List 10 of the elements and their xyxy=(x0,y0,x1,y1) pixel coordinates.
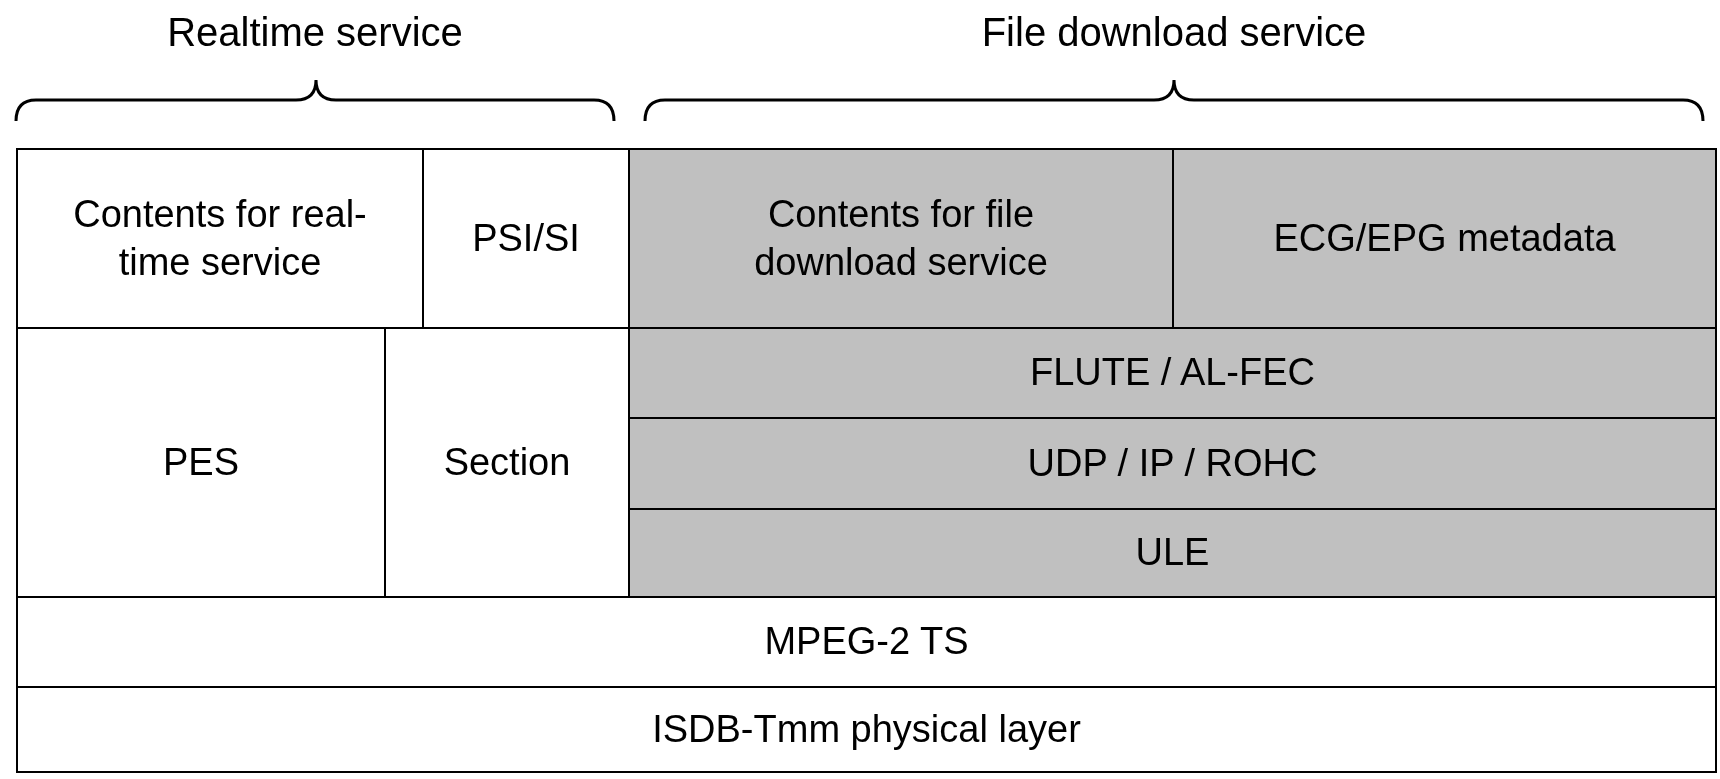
protocol-layer-box: UDP / IP / ROHC xyxy=(628,417,1717,510)
group-heading: File download service xyxy=(980,10,1368,55)
group-heading: Realtime service xyxy=(166,10,464,55)
protocol-layer-box: Contents for real-time service xyxy=(16,148,424,329)
protocol-layer-box: ULE xyxy=(628,508,1717,598)
protocol-layer-box: MPEG-2 TS xyxy=(16,596,1717,688)
protocol-layer-box: FLUTE / AL-FEC xyxy=(628,327,1717,419)
protocol-layer-box: ISDB-Tmm physical layer xyxy=(16,686,1717,773)
protocol-layer-box: ECG/EPG metadata xyxy=(1172,148,1717,329)
protocol-layer-box: Contents for file download service xyxy=(628,148,1174,329)
